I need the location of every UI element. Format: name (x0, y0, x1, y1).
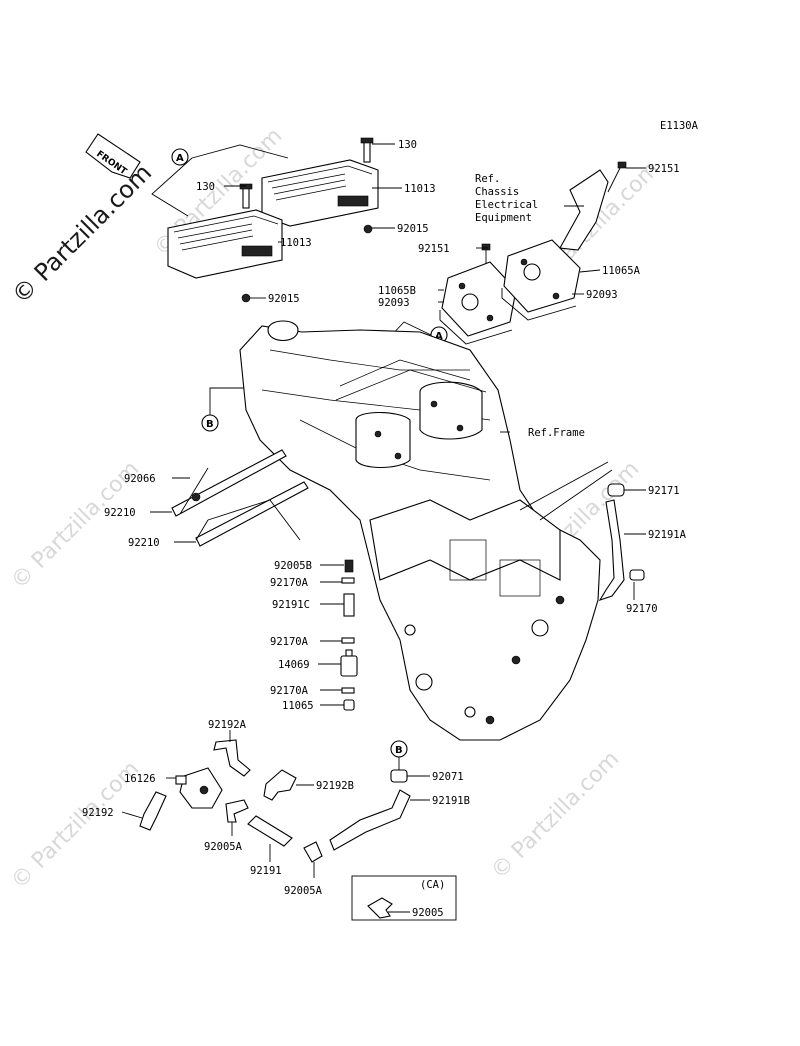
label-92015-top: 92015 (397, 223, 429, 235)
watermark-main: © Partzilla.com (6, 158, 157, 309)
label-92170a-3: 92170A (270, 685, 309, 697)
nut-92015-bottom-icon (241, 293, 251, 303)
ref-chassis-line: Equipment (475, 212, 532, 224)
grommet-92071-icon (390, 769, 408, 783)
fitting-92005a-1-icon (225, 799, 249, 823)
label-92066: 92066 (124, 473, 156, 485)
hose-92191c (343, 593, 355, 617)
callout-a-top: A (171, 148, 189, 166)
label-92191a: 92191A (648, 529, 687, 541)
label-92171: 92171 (648, 485, 680, 497)
clamp-92170a-2-icon (341, 637, 355, 644)
bolt-92151-right-icon (607, 161, 627, 193)
label-11065a: 11065A (602, 265, 641, 277)
label-92170a-2: 92170A (270, 636, 309, 648)
leader-lines (121, 143, 646, 913)
label-130-mid: 130 (196, 181, 215, 193)
hose-92192b (263, 769, 297, 801)
label-92192b: 92192B (316, 780, 354, 792)
callout-a-letter: A (435, 331, 443, 342)
label-92093-right: 92093 (586, 289, 618, 301)
ref-chassis-line: Chassis (475, 186, 519, 198)
diagram-code: E1130A (660, 120, 699, 132)
cover-11065b (439, 261, 517, 345)
label-92005a-2: 92005A (284, 885, 323, 897)
filter-14069 (340, 649, 358, 677)
ecu-unit-bottom (167, 209, 283, 279)
callout-b-letter: B (395, 745, 403, 756)
label-92191: 92191 (250, 865, 282, 877)
watermark-faded: © Partzilla.com (487, 747, 625, 885)
ref-chassis-line: Ref. (475, 173, 500, 185)
label-92191c: 92191C (272, 599, 310, 611)
label-11013-mid: 11013 (280, 237, 312, 249)
cover-11065a (501, 239, 581, 321)
callout-b-letter: B (206, 419, 214, 430)
clamp-92170a-1-icon (341, 577, 355, 584)
label-92170: 92170 (626, 603, 658, 615)
valve-16126 (175, 767, 223, 809)
label-92192: 92192 (82, 807, 114, 819)
ref-chassis-note: Ref. Chassis Electrical Equipment (475, 173, 538, 224)
ref-chassis-line: Electrical (475, 199, 538, 211)
label-92191b: 92191B (432, 795, 470, 807)
fitting-92005b-icon (344, 559, 354, 573)
callout-a-letter: A (176, 153, 184, 164)
label-92005b: 92005B (274, 560, 312, 572)
clamp-92171-icon (607, 483, 625, 497)
bolt-130-top-icon (360, 137, 374, 163)
label-92192a: 92192A (208, 719, 247, 731)
label-11065b: 11065B (378, 285, 416, 297)
clamp-92170-icon (629, 569, 645, 581)
label-92151-right: 92151 (648, 163, 680, 175)
label-14069: 14069 (278, 659, 310, 671)
hose-92192 (139, 791, 167, 831)
label-92015-bottom: 92015 (268, 293, 300, 305)
fitting-92005-icon (367, 897, 393, 919)
hose-92191 (247, 815, 293, 847)
ca-variant-box: (CA) (351, 875, 457, 921)
label-92151-left: 92151 (418, 243, 450, 255)
callout-b-hose: B (390, 740, 408, 758)
cap-11065-icon (343, 699, 355, 711)
label-130-top: 130 (398, 139, 417, 151)
callout-b-frame: B (201, 414, 219, 432)
label-92005a-1: 92005A (204, 841, 243, 853)
label-11013-top: 11013 (404, 183, 436, 195)
front-arrow-icon: FRONT (85, 133, 141, 179)
chassis-bracket (559, 169, 609, 251)
bracket-92210-upper (171, 449, 287, 517)
label-92210-b: 92210 (128, 537, 160, 549)
ref-frame-note: Ref.Frame (528, 427, 585, 439)
nut-92015-top-icon (363, 224, 373, 234)
hose-92191a (598, 499, 625, 601)
hose-92192a (213, 739, 251, 777)
label-92093-left: 92093 (378, 297, 410, 309)
motorcycle-frame (239, 320, 601, 741)
bolt-130-mid-icon (239, 183, 253, 209)
label-92071: 92071 (432, 771, 464, 783)
fitting-92005a-2-icon (303, 841, 323, 863)
bolt-92151-left-icon (481, 243, 491, 264)
label-11065: 11065 (282, 700, 314, 712)
label-92210-a: 92210 (104, 507, 136, 519)
label-92170a-1: 92170A (270, 577, 309, 589)
ca-note: (CA) (420, 879, 445, 891)
hose-92191b (329, 789, 411, 851)
clamp-92170a-3-icon (341, 687, 355, 694)
label-92005: 92005 (412, 907, 444, 919)
ecu-unit-top (261, 159, 379, 227)
label-16126: 16126 (124, 773, 156, 785)
